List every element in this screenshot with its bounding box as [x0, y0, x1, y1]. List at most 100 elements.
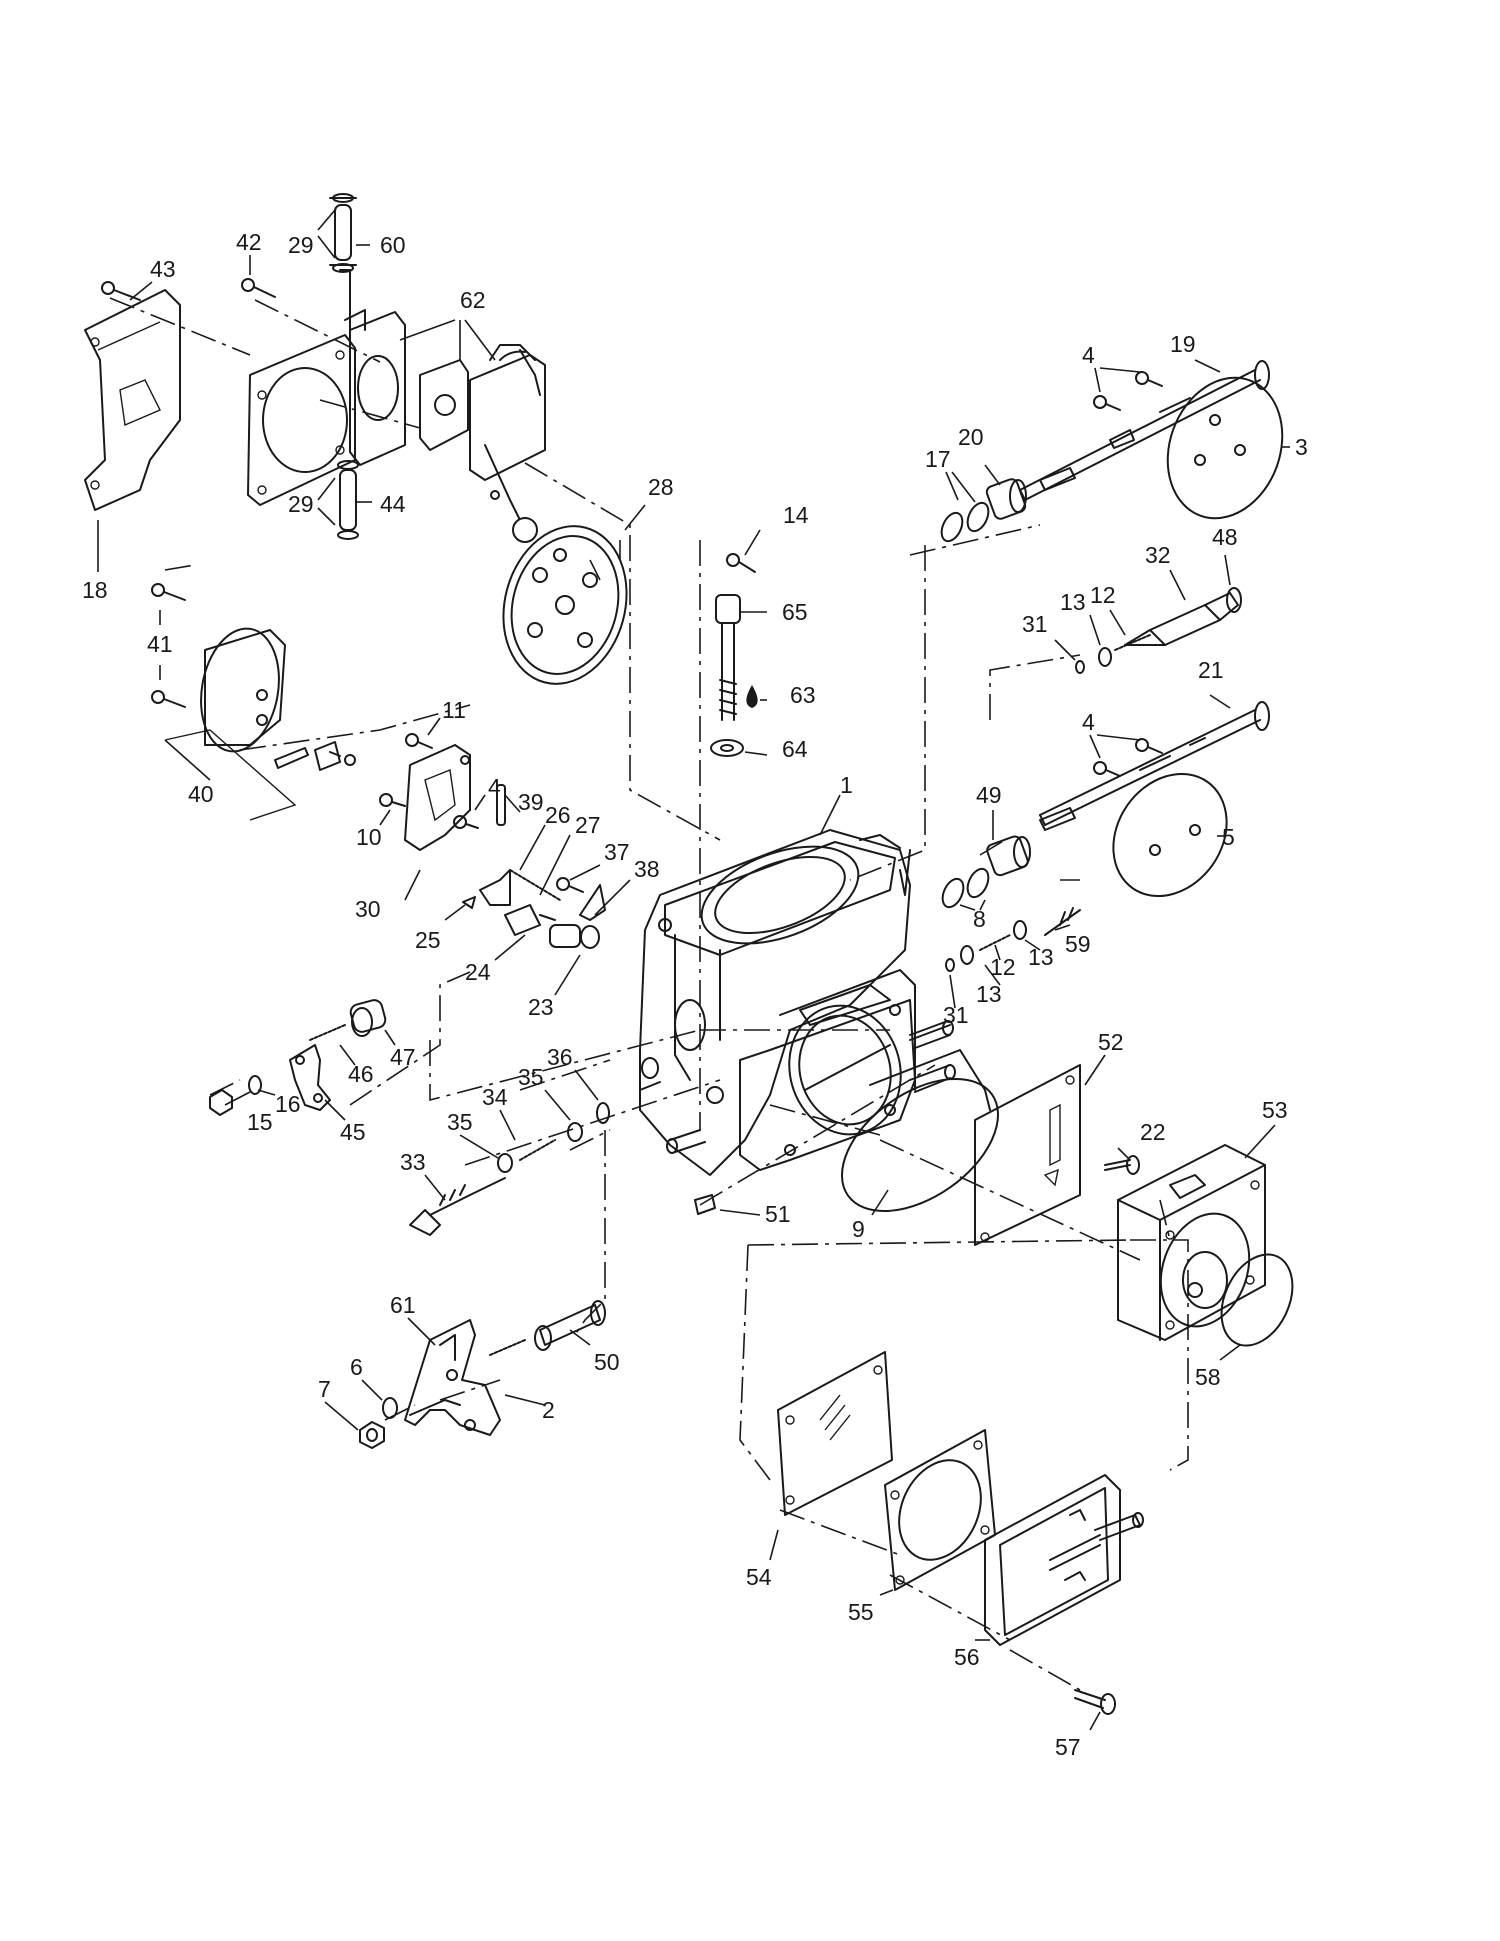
label-45: 45	[340, 1119, 366, 1145]
label-31: 31	[1022, 611, 1048, 637]
label-53: 53	[1262, 1097, 1288, 1123]
washer-6	[382, 1397, 398, 1419]
label-61: 61	[390, 1292, 416, 1318]
pump-cover	[469, 344, 546, 543]
screw-22	[1104, 1155, 1140, 1175]
needle-39	[496, 784, 506, 826]
float-arm-26	[479, 869, 511, 906]
washer-35-left	[497, 1153, 513, 1173]
label-12: 12	[990, 954, 1016, 980]
gasket-52	[974, 1064, 1081, 1246]
oring-31-top	[1075, 660, 1085, 674]
label-63: 63	[790, 682, 816, 708]
label-65: 65	[782, 599, 808, 625]
screw-4-left	[453, 815, 479, 829]
label-50: 50	[594, 1349, 620, 1375]
spring-34	[519, 1139, 556, 1161]
screws-4-top	[1093, 371, 1163, 411]
label-33: 33	[400, 1149, 426, 1175]
label-13: 13	[1028, 944, 1054, 970]
nut-15	[209, 1089, 233, 1116]
bolt-65	[715, 594, 741, 721]
label-38: 38	[634, 856, 660, 882]
part-labels: 43 42 29 60 62 29 44 18 41 40 28 14 65 6…	[82, 229, 1308, 1760]
label-12: 12	[1090, 582, 1116, 608]
label-58: 58	[1195, 1364, 1221, 1390]
throttle-bore	[739, 969, 916, 1171]
label-59: 59	[1065, 931, 1091, 957]
spring-12-top	[1114, 634, 1151, 651]
label-35: 35	[518, 1064, 544, 1090]
screws-4-lower	[1093, 738, 1163, 777]
spring-12-right	[979, 934, 1011, 951]
label-64: 64	[782, 736, 808, 762]
lever-61	[404, 1319, 501, 1436]
label-9: 9	[852, 1216, 865, 1242]
label-6: 6	[350, 1354, 363, 1380]
leader-lines	[97, 209, 1290, 1731]
pump-body	[339, 269, 406, 466]
cam-40	[200, 627, 356, 771]
pump-diaphragm	[419, 359, 469, 451]
label-55: 55	[848, 1599, 874, 1625]
label-4: 4	[1082, 342, 1095, 368]
label-19: 19	[1170, 331, 1196, 357]
label-21: 21	[1198, 657, 1224, 683]
label-14: 14	[783, 502, 809, 528]
throttle-plate-5	[1112, 772, 1228, 898]
washer-35-right	[567, 1122, 583, 1142]
label-28: 28	[648, 474, 674, 500]
gasket-9	[840, 1049, 1000, 1213]
label-31: 31	[943, 1002, 969, 1028]
bushing-20	[985, 478, 1027, 520]
diaphragm-cover-28	[502, 525, 628, 685]
screw-32	[1124, 587, 1242, 646]
bushing-47	[349, 999, 387, 1037]
label-42: 42	[236, 229, 262, 255]
label-29: 29	[288, 491, 314, 517]
screws-41	[151, 583, 186, 708]
washer-13-top	[1098, 647, 1112, 667]
label-32: 32	[1145, 542, 1171, 568]
washer-13-lower	[960, 945, 974, 965]
lever-38	[579, 884, 606, 921]
assembly-lines	[109, 297, 1189, 1691]
washer-13-right	[1013, 920, 1027, 940]
label-27: 27	[575, 812, 601, 838]
screw-10	[379, 793, 406, 807]
orings-8	[941, 867, 990, 909]
pump-cover-53	[1117, 1144, 1266, 1341]
screw-42	[241, 278, 276, 298]
screw-14	[726, 553, 756, 573]
label-48: 48	[1212, 524, 1238, 550]
label-8: 8	[973, 906, 986, 932]
label-7: 7	[318, 1376, 331, 1402]
label-20: 20	[958, 424, 984, 450]
throttle-plate-3	[1166, 376, 1284, 520]
label-17: 17	[925, 446, 951, 472]
screw-59	[1044, 907, 1081, 936]
label-40: 40	[188, 781, 214, 807]
label-4: 4	[488, 774, 501, 800]
bracket-40	[164, 729, 297, 821]
oil-drop-63	[746, 685, 758, 708]
label-1: 1	[840, 772, 853, 798]
needle-valve-24	[504, 904, 556, 936]
washer-64	[710, 739, 744, 757]
shaft-21	[1039, 701, 1270, 831]
oring-36	[596, 1102, 610, 1124]
label-26: 26	[545, 802, 571, 828]
label-2: 2	[542, 1397, 555, 1423]
label-3: 3	[1295, 434, 1308, 460]
cover-plate-18	[84, 289, 181, 511]
label-36: 36	[547, 1044, 573, 1070]
label-25: 25	[415, 927, 441, 953]
seat-23	[549, 924, 600, 949]
label-47: 47	[390, 1044, 416, 1070]
label-56: 56	[954, 1644, 980, 1670]
label-37: 37	[604, 839, 630, 865]
label-52: 52	[1098, 1029, 1124, 1055]
label-13: 13	[976, 981, 1002, 1007]
screw-43	[101, 281, 141, 301]
